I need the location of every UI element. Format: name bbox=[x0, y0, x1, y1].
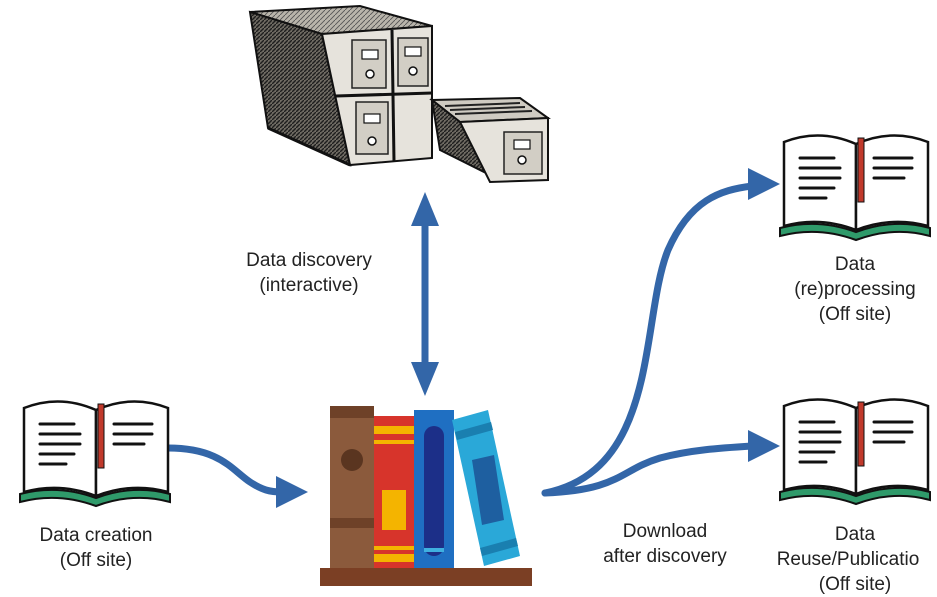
discovery-arrow-head-down bbox=[411, 362, 439, 396]
open-book-icon bbox=[779, 398, 931, 506]
reuse-label-line2: Reuse/Publicatio bbox=[777, 549, 920, 570]
arrows bbox=[164, 168, 780, 508]
reprocessing-label-line1: Data bbox=[835, 254, 876, 275]
download-to-reprocessing-arrow bbox=[541, 182, 756, 497]
open-book-icon bbox=[19, 400, 171, 508]
reuse-label-line1: Data bbox=[835, 524, 876, 545]
reuse-arrow-head bbox=[748, 430, 780, 462]
creation-arrow-head bbox=[276, 476, 308, 508]
discovery-label-line2: (interactive) bbox=[259, 275, 358, 296]
discovery-label-line1: Data discovery bbox=[246, 250, 372, 271]
discovery-arrow-head-up bbox=[411, 192, 439, 226]
card-catalog-icon bbox=[248, 4, 551, 184]
download-to-reuse-arrow bbox=[541, 442, 756, 497]
diagram-labels: Data discovery (interactive) Data creati… bbox=[39, 250, 919, 595]
download-label-line1: Download bbox=[623, 521, 708, 542]
reuse-label-line3: (Off site) bbox=[819, 574, 892, 595]
creation-label-line2: (Off site) bbox=[60, 550, 133, 571]
books-on-shelf-icon bbox=[320, 406, 532, 586]
reprocessing-label-line2: (re)processing bbox=[794, 279, 915, 300]
open-book-icon bbox=[779, 134, 931, 242]
creation-arrow bbox=[164, 444, 286, 496]
reprocessing-label-line3: (Off site) bbox=[819, 304, 892, 325]
reprocessing-arrow-head bbox=[748, 168, 780, 200]
download-label-line2: after discovery bbox=[603, 546, 727, 567]
creation-label-line1: Data creation bbox=[39, 525, 152, 546]
